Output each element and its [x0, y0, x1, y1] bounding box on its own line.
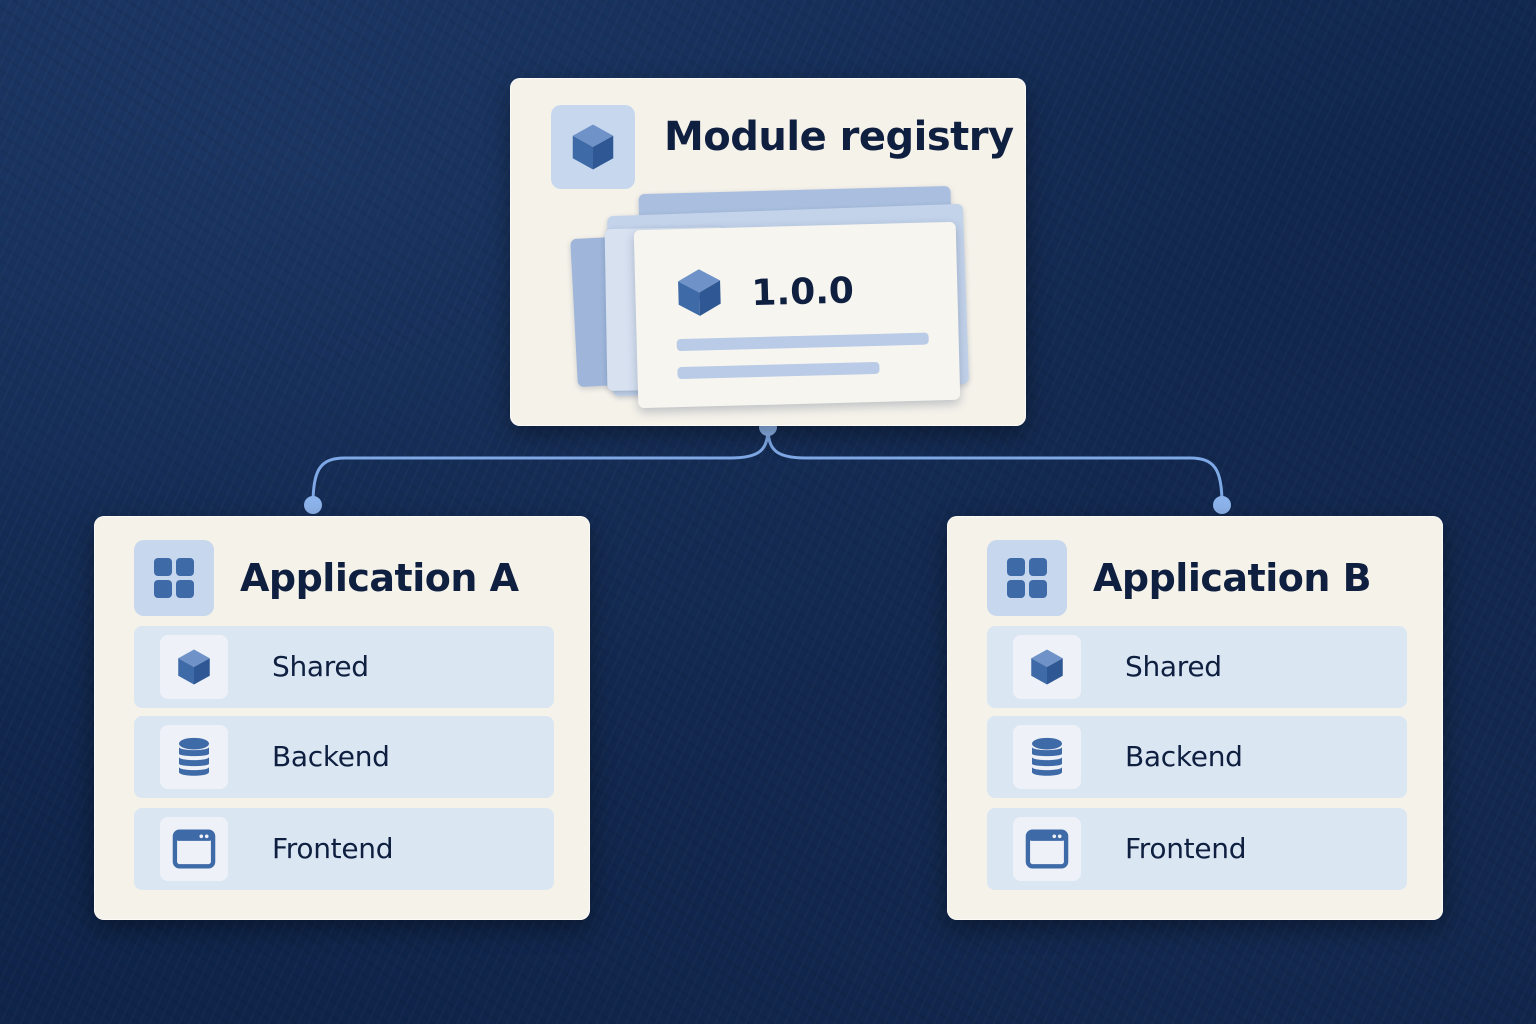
module-label: Backend: [1125, 740, 1243, 773]
browser-window-icon: [1025, 829, 1069, 869]
database-icon: [179, 737, 209, 776]
module-icon-tile: [1013, 635, 1081, 699]
module-icon-tile: [160, 725, 228, 789]
application-icon-tile: [134, 540, 214, 616]
grid-icon: [1007, 558, 1047, 598]
module-registry-card[interactable]: Module registry 1.0.0: [510, 78, 1026, 426]
placeholder-text-line: [677, 361, 880, 380]
connector-line-to-app-a: [311, 426, 770, 505]
cube-icon: [1031, 649, 1063, 685]
cube-icon: [572, 124, 614, 170]
application-title: Application B: [1093, 556, 1372, 600]
cube-icon: [178, 649, 210, 685]
module-label: Shared: [1125, 650, 1222, 683]
cube-icon: [678, 269, 721, 316]
module-row-shared[interactable]: Shared: [987, 626, 1407, 708]
browser-window-icon: [172, 829, 216, 869]
connector-line-to-app-b: [766, 426, 1224, 505]
application-a-card[interactable]: Application A Shared Backend: [94, 516, 590, 920]
module-label: Frontend: [1125, 832, 1247, 865]
grid-icon: [154, 558, 194, 598]
placeholder-text-line: [676, 332, 929, 352]
database-icon: [1032, 737, 1062, 776]
module-row-frontend[interactable]: Frontend: [987, 808, 1407, 890]
module-row-frontend[interactable]: Frontend: [134, 808, 554, 890]
module-version: 1.0.0: [750, 270, 855, 315]
module-label: Frontend: [272, 832, 394, 865]
module-row-backend[interactable]: Backend: [987, 716, 1407, 798]
module-row-shared[interactable]: Shared: [134, 626, 554, 708]
module-label: Shared: [272, 650, 369, 683]
module-icon-tile: [160, 817, 228, 881]
registry-title: Module registry: [664, 114, 1014, 160]
application-b-card[interactable]: Application B Shared Backend: [947, 516, 1443, 920]
module-icon-tile: [1013, 817, 1081, 881]
module-icon-tile: [1013, 725, 1081, 789]
application-icon-tile: [987, 540, 1067, 616]
registry-icon-tile: [551, 105, 635, 189]
module-label: Backend: [272, 740, 390, 773]
module-icon-tile: [160, 635, 228, 699]
connector-node-app-a: [304, 496, 322, 514]
module-row-backend[interactable]: Backend: [134, 716, 554, 798]
module-version-card[interactable]: 1.0.0: [633, 221, 961, 409]
connector-node-app-b: [1213, 496, 1231, 514]
application-title: Application A: [240, 556, 519, 600]
